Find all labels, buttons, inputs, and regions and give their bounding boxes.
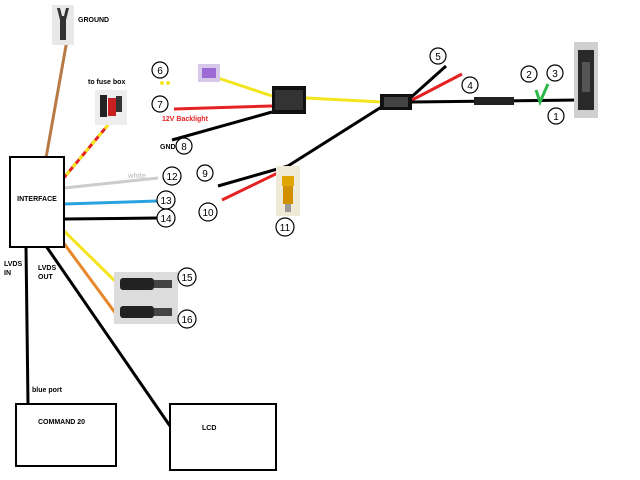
- callout-2-text: 2: [526, 70, 532, 81]
- callout-14: 14: [156, 208, 176, 228]
- callout-11-text: 11: [280, 223, 291, 234]
- callout-1: 1: [547, 107, 565, 125]
- lcd-label: LCD: [202, 425, 216, 432]
- yellow-wire-6: [217, 76, 273, 98]
- splice-connector-icon: [272, 86, 306, 114]
- lvds-in-wire: [24, 245, 30, 405]
- callout-13-text: 13: [160, 196, 172, 207]
- blue-wire: [63, 199, 159, 206]
- ground-label: GROUND: [78, 17, 109, 24]
- callout-9: 9: [196, 164, 214, 182]
- white-wire: [63, 176, 159, 190]
- white-label: white: [127, 173, 146, 180]
- callout-5-text: 5: [435, 52, 441, 63]
- ground-wire: [44, 39, 69, 159]
- callout-10: 10: [198, 202, 218, 222]
- callout-3-text: 3: [552, 69, 558, 80]
- black-wire-5: [406, 64, 448, 102]
- inline-connector-icon: [380, 94, 514, 110]
- backlight-label: 12V Backlight: [162, 116, 209, 123]
- green-wire-2-3: [534, 83, 550, 107]
- video-connector-icon: [114, 272, 178, 324]
- callout-6: 6: [151, 61, 169, 79]
- camera-plug-icon: [574, 42, 598, 118]
- lvds-out-label-1: LVDS: [38, 265, 56, 272]
- interface-label: INTERFACE: [17, 196, 57, 203]
- orange-wire-16: [58, 237, 118, 315]
- lvds-out-label-2: OUT: [38, 274, 54, 281]
- wires: [24, 39, 579, 427]
- command-label: COMMAND 20: [38, 419, 85, 426]
- lvds-in-label-2: IN: [4, 270, 11, 277]
- callout-4: 4: [461, 76, 479, 94]
- black-wire-14: [63, 216, 159, 221]
- red-wire-7: [173, 104, 273, 111]
- callout-1-text: 1: [553, 112, 559, 123]
- command-box: COMMAND 20: [15, 403, 117, 467]
- callout-15: 15: [177, 267, 197, 287]
- lcd-wire: [44, 245, 172, 427]
- callout-10-text: 10: [202, 208, 214, 219]
- callout-4-text: 4: [467, 81, 473, 92]
- yellow-trunk-wire: [305, 96, 384, 104]
- lcd-box: LCD: [169, 403, 277, 471]
- blue-port-label: blue port: [32, 387, 63, 394]
- gnd-label: GND: [160, 144, 176, 151]
- black-trunk-wire: [287, 104, 384, 168]
- lvds-in-label-1: LVDS: [4, 261, 22, 268]
- callout-3: 3: [546, 64, 564, 82]
- interface-box: INTERFACE: [9, 156, 65, 248]
- gnd-wire: [171, 110, 273, 142]
- yellow-wire-15: [60, 227, 118, 284]
- ground-tool-icon: [52, 5, 74, 45]
- callout-8-text: 8: [181, 142, 187, 153]
- fuse-wire-yellow: [60, 124, 110, 181]
- callout-8: 8: [175, 137, 193, 155]
- callout-7-text: 7: [157, 100, 163, 111]
- red-wire-4: [411, 72, 463, 102]
- callout-16-text: 16: [181, 315, 193, 326]
- blade-fuse-icon: [160, 64, 220, 85]
- callout-5: 5: [429, 47, 447, 65]
- callout-16: 16: [177, 309, 197, 329]
- callout-11: 11: [275, 217, 295, 237]
- rca-connector-icon: [276, 166, 300, 216]
- fuse-tap-icon: [95, 90, 127, 125]
- callout-7: 7: [151, 95, 169, 113]
- callout-12-text: 12: [166, 172, 178, 183]
- callout-13: 13: [156, 190, 176, 210]
- callout-15-text: 15: [181, 273, 193, 284]
- fuse-box-label: to fuse box: [88, 79, 125, 86]
- callout-6-text: 6: [157, 66, 163, 77]
- callout-14-text: 14: [160, 214, 172, 225]
- callout-12: 12: [162, 166, 182, 186]
- callout-9-text: 9: [202, 169, 208, 180]
- callout-2: 2: [520, 65, 538, 83]
